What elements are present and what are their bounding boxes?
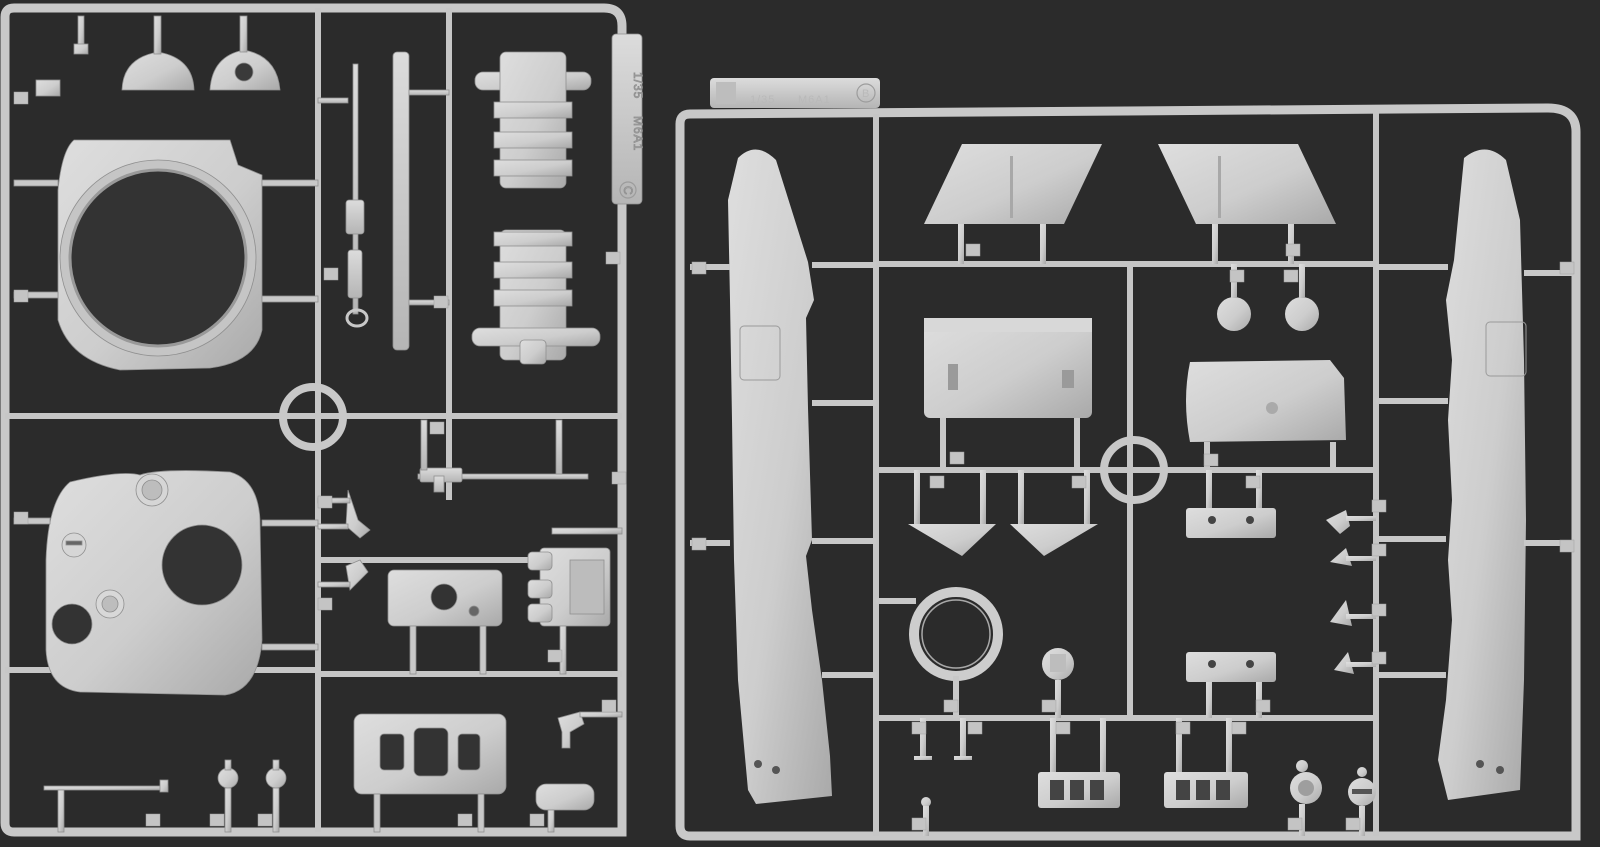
sprue-b-letter: B xyxy=(862,88,870,100)
fender-plate-parts xyxy=(924,144,1336,264)
sprue-b-frame xyxy=(675,103,1581,841)
machine-gun-part xyxy=(417,419,589,493)
tow-hook-parts xyxy=(1326,510,1376,674)
sprue-c-label-tab: 1/35 M6A1 C xyxy=(611,33,645,205)
sprue-b-model-label: M6A1 xyxy=(798,94,831,106)
gun-barrel-parts xyxy=(317,51,450,351)
turret-ring-housing-part xyxy=(13,139,319,371)
recoil-mechanism-parts xyxy=(471,51,601,365)
turret-hatch-half-parts xyxy=(35,15,281,97)
periscope-bracket-part xyxy=(527,527,623,675)
right-side-skirt-part xyxy=(1376,149,1572,800)
small-lamp-part xyxy=(1042,648,1074,718)
sprue-b: 1/35 M6A1 B xyxy=(675,78,1581,841)
sprue-c: 1/35 M6A1 C xyxy=(0,3,645,837)
sprue-b-label-tab: 1/35 M6A1 B xyxy=(710,78,880,108)
bottom-small-parts xyxy=(43,711,623,833)
periscope-ring-part xyxy=(876,587,1003,718)
hinge-parts xyxy=(317,489,371,591)
sprue-c-scale-label: 1/35 xyxy=(631,72,645,99)
engine-grille-part xyxy=(353,713,507,833)
cupola-cylinder-part xyxy=(387,569,503,675)
part-number-tags-b xyxy=(691,243,1575,831)
sprue-c-letter: C xyxy=(621,186,635,196)
sprue-c-center-ring xyxy=(279,383,347,451)
bottom-row-parts xyxy=(914,718,1376,836)
turret-body-part xyxy=(13,470,319,696)
part-number-tags xyxy=(13,91,627,827)
left-side-skirt-part xyxy=(690,149,876,804)
sprue-c-frame xyxy=(0,3,627,837)
sprue-c-model-label: M6A1 xyxy=(631,116,645,151)
triangular-bracket-parts xyxy=(908,470,1098,556)
hull-box-parts xyxy=(924,318,1346,470)
sprue-b-center-ring xyxy=(1100,436,1168,504)
sprue-b-scale-label: 1/35 xyxy=(750,94,775,106)
